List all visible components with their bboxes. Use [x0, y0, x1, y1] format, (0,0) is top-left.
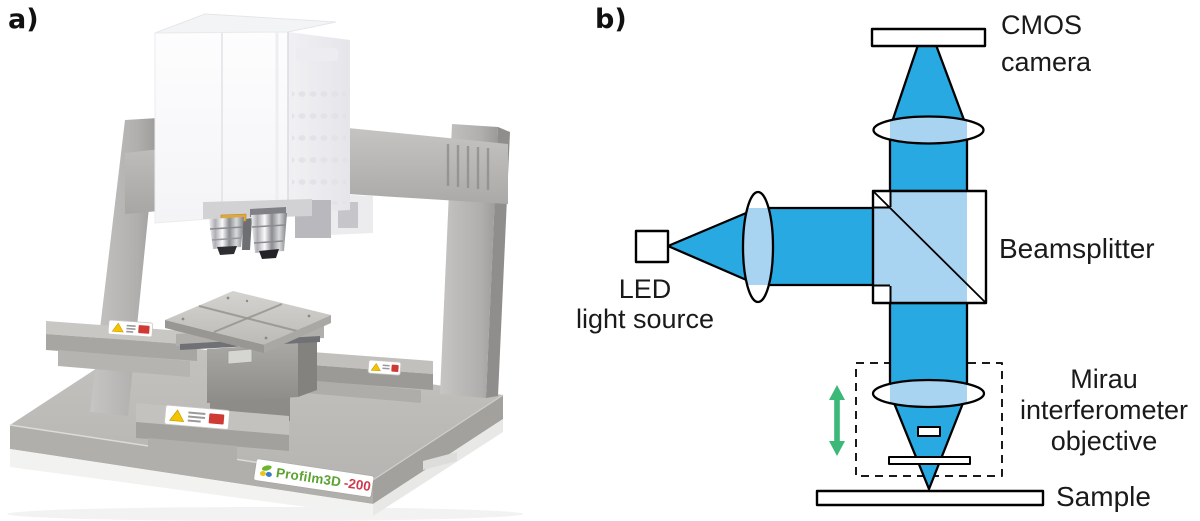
- mirau-line2: interferometer: [1019, 395, 1189, 425]
- cmos-camera-label: CMOS camera: [1001, 7, 1091, 81]
- panel-b-label: b): [595, 4, 627, 35]
- warning-sticker-left: [107, 319, 154, 338]
- z-scan-arrow-icon: [829, 385, 845, 456]
- profilometer-photo: [7, 13, 523, 521]
- objective-beam-column: [888, 301, 969, 396]
- objective-tip: [217, 246, 237, 255]
- front-plate-front: [136, 422, 289, 451]
- beamsplitter-cube: [871, 189, 988, 305]
- led-source: [634, 229, 670, 264]
- stage-center-block: [207, 343, 298, 403]
- measurement-head: [154, 13, 373, 259]
- objective-right: [250, 207, 287, 259]
- objective-tip-2: [259, 249, 279, 259]
- base-right-face: [373, 395, 503, 504]
- left-arm-front: [46, 334, 197, 361]
- turret-shadow: [242, 218, 252, 250]
- base-skirt-front: [10, 449, 373, 516]
- platform-groove-2: [213, 303, 283, 333]
- interferometer-diagram: [634, 27, 1045, 507]
- warning-sticker-front: [164, 404, 230, 430]
- beamsplitter-diagonal: [872, 190, 987, 304]
- warning-sticker-right: [367, 359, 402, 376]
- model-number: -200: [342, 475, 372, 495]
- profilm-logo-icon: [259, 463, 275, 478]
- stage-knob: [227, 348, 253, 365]
- left-arm-sub: [58, 350, 190, 377]
- platform-front-right-face: [264, 315, 331, 353]
- warning-stickers: [107, 319, 402, 430]
- base-skirt-right: [373, 419, 503, 516]
- mirau-line1: Mirau: [1070, 364, 1138, 394]
- head-emboss-logo: [296, 48, 338, 61]
- sample-slab: [815, 489, 1045, 507]
- cmos-line2: camera: [1001, 47, 1092, 77]
- crossbar-vents: [446, 144, 490, 190]
- panel-a-label: a): [8, 4, 39, 35]
- tube-lens: [872, 115, 985, 145]
- head-top-face: [154, 13, 337, 34]
- objective-lens: [871, 378, 986, 409]
- platform-front-left-face: [165, 320, 264, 353]
- front-plate-sub: [148, 438, 237, 463]
- led-line2: light source: [575, 304, 715, 334]
- base-skirt-notch: [423, 452, 457, 470]
- mirau-line3: objective: [1050, 426, 1158, 456]
- mirau-plate: [888, 456, 971, 465]
- condenser-lens: [741, 190, 775, 304]
- xy-stage: [46, 291, 433, 463]
- stage-center-block-side: [298, 336, 317, 397]
- cmos-line1: CMOS: [1001, 10, 1082, 40]
- objective-left: [209, 213, 247, 255]
- led-line1: LED: [618, 274, 672, 304]
- head-dimple-grid: [292, 78, 346, 206]
- beamsplitter-label: Beamsplitter: [999, 233, 1155, 264]
- base-shadow: [7, 507, 523, 521]
- cmos-sensor: [870, 27, 987, 48]
- reference-mirror: [917, 426, 941, 437]
- sample-label: Sample: [1056, 481, 1151, 512]
- base-edge-highlight-2: [372, 394, 504, 481]
- base-front-face: [10, 425, 373, 504]
